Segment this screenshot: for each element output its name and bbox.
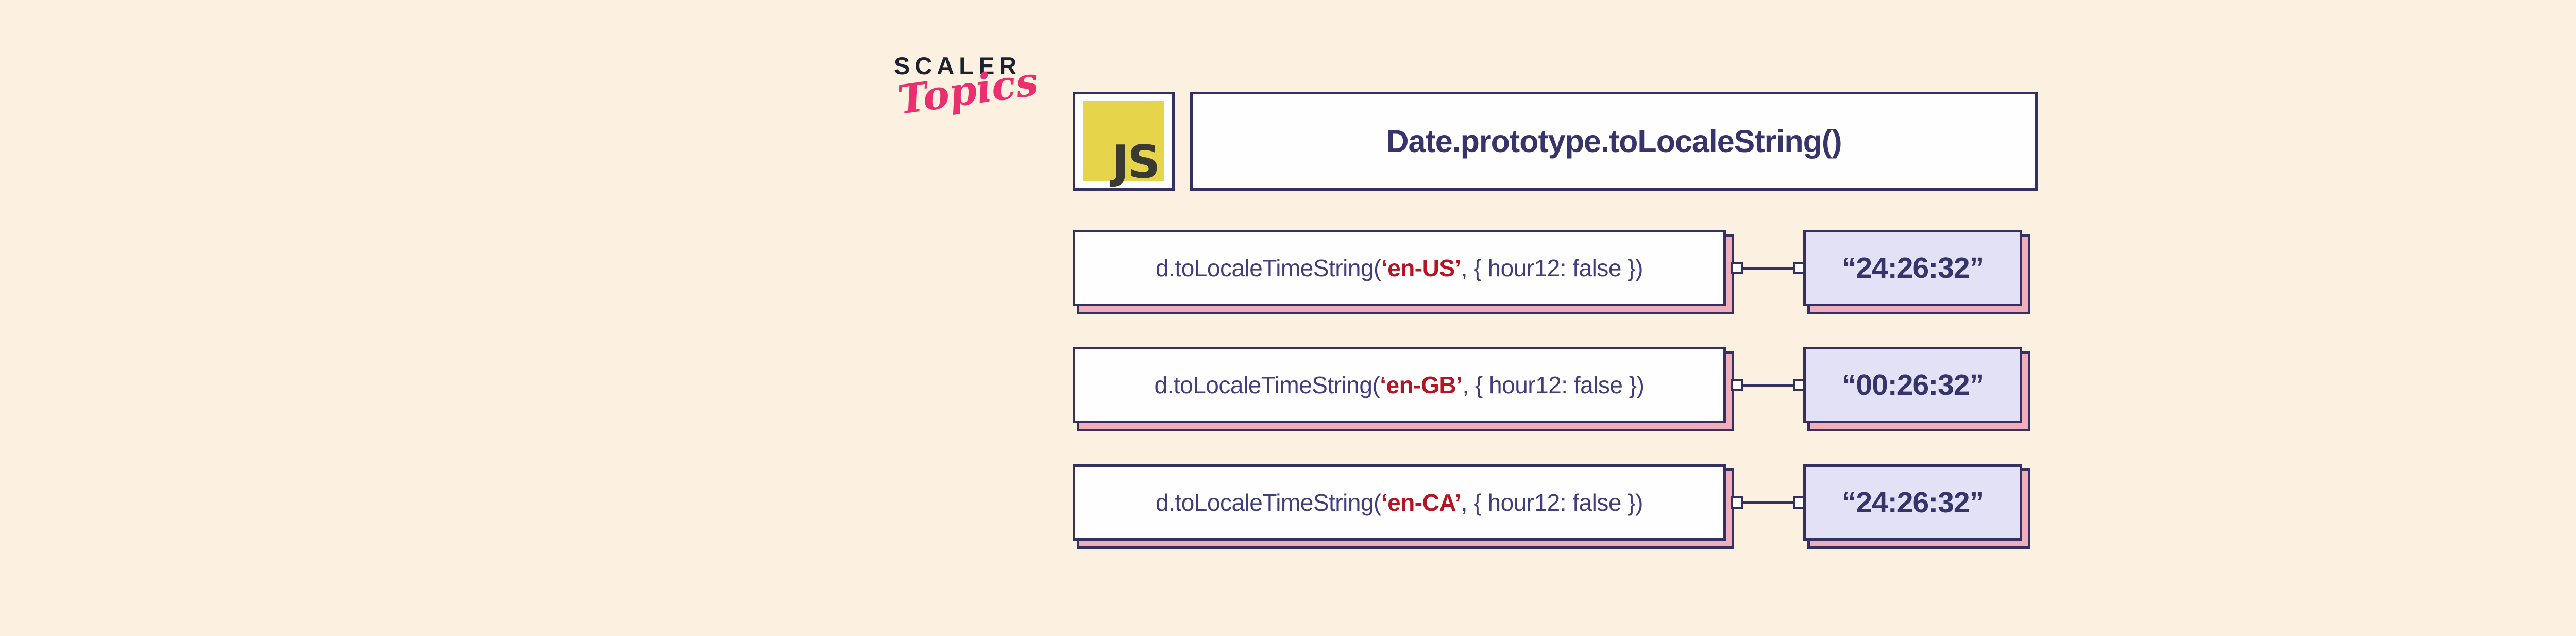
connector-line [1743, 501, 1793, 504]
connector [1731, 378, 1805, 392]
scaler-wordmark: SCALER [894, 52, 1022, 79]
result-value: “24:26:32” [1841, 486, 1984, 519]
result-box-en-gb: “00:26:32” [1803, 347, 2022, 423]
code-suffix: , { hour12: false }) [1461, 255, 1643, 281]
connector-line [1743, 266, 1793, 270]
code-snippet: d.toLocaleTimeString(‘en-US’, { hour12: … [1156, 254, 1643, 282]
method-title: Date.prototype.toLocaleString() [1386, 124, 1842, 159]
result-box-en-us: “24:26:32” [1803, 230, 2022, 306]
result-value: “24:26:32” [1841, 252, 1984, 284]
locale-highlight: ‘en-GB’ [1380, 372, 1463, 398]
code-prefix: d.toLocaleTimeString( [1156, 255, 1381, 281]
javascript-icon: JS [1083, 101, 1164, 189]
method-title-box: Date.prototype.toLocaleString() [1190, 92, 2038, 191]
connector-node-left [1731, 379, 1743, 391]
code-suffix: , { hour12: false }) [1462, 372, 1645, 398]
locale-highlight: ‘en-US’ [1381, 255, 1461, 281]
code-prefix: d.toLocaleTimeString( [1154, 372, 1380, 398]
code-box-en-ca: d.toLocaleTimeString(‘en-CA’, { hour12: … [1073, 464, 1726, 541]
scaler-topics-logo: SCALER Topics [894, 52, 1041, 124]
code-box-en-us: d.toLocaleTimeString(‘en-US’, { hour12: … [1073, 230, 1726, 306]
js-icon-box: JS [1073, 92, 1175, 191]
code-snippet: d.toLocaleTimeString(‘en-GB’, { hour12: … [1155, 371, 1645, 399]
connector [1731, 261, 1805, 275]
code-box-en-gb: d.toLocaleTimeString(‘en-GB’, { hour12: … [1073, 347, 1726, 423]
connector [1731, 496, 1805, 509]
result-value: “00:26:32” [1841, 369, 1984, 401]
code-snippet: d.toLocaleTimeString(‘en-CA’, { hour12: … [1156, 489, 1643, 516]
connector-node-left [1731, 496, 1743, 509]
code-prefix: d.toLocaleTimeString( [1156, 489, 1381, 516]
connector-node-left [1731, 262, 1743, 274]
result-box-en-ca: “24:26:32” [1803, 464, 2022, 541]
js-icon-label: JS [1112, 136, 1160, 189]
code-suffix: , { hour12: false }) [1461, 489, 1643, 516]
locale-highlight: ‘en-CA’ [1381, 489, 1461, 516]
connector-line [1743, 383, 1793, 387]
